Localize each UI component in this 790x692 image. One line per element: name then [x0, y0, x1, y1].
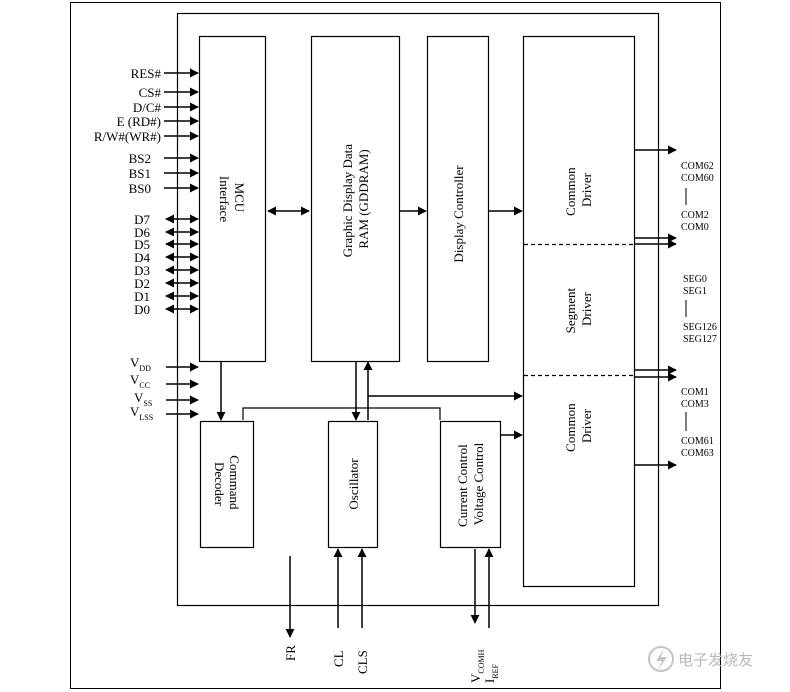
- data-bus-arrows: [165, 214, 199, 314]
- watermark-bolt-icon: [648, 646, 674, 672]
- pin-com62: COM62: [681, 161, 714, 172]
- oscillator-label: Oscillator: [346, 458, 361, 510]
- pin-d6: D6: [134, 225, 150, 240]
- oscillator-block: Oscillator: [327, 420, 379, 549]
- mcu-label-line1: MCU: [232, 183, 247, 213]
- gddram-label-line2: RAM (GDDRAM): [356, 149, 371, 248]
- pin-bs1: BS1: [129, 166, 151, 181]
- command-decoder-line1: Command: [227, 455, 242, 510]
- pin-vdd: VDD: [130, 355, 151, 373]
- pin-cs: CS#: [139, 85, 162, 100]
- pin-com2: COM2: [681, 210, 709, 221]
- pin-com63: COM63: [681, 448, 714, 459]
- pin-dc: D/C#: [133, 100, 162, 115]
- mcu-interface-block: MCU Interface: [198, 35, 267, 363]
- pin-d7: D7: [134, 212, 150, 227]
- pin-com60: COM60: [681, 173, 714, 184]
- internal-connections: [216, 206, 523, 440]
- pin-d4: D4: [134, 250, 150, 265]
- pin-vcomh: VCOMH: [468, 649, 486, 683]
- current-voltage-block: Current Control Voltage Control: [439, 420, 502, 549]
- pin-com1: COM1: [681, 387, 709, 398]
- pin-vss: VSS: [134, 390, 152, 408]
- svg-text:Current Control Voltage: Current Control Voltage Control: [455, 441, 486, 527]
- input-labels: RES# CS# D/C# E (RD#) R/W#(WR#) BS2 BS1 …: [94, 66, 162, 196]
- outer-frame: [70, 2, 721, 689]
- driver-column: Common Driver Segment Driver Common Driv…: [522, 35, 636, 588]
- data-pin-labels: D7 D6 D5 D4 D3 D2 D1 D0: [134, 212, 150, 317]
- output-labels: COM62 COM60 COM2 COM0 SEG0 SEG1 SEG126 S…: [681, 161, 717, 459]
- pin-bs0: BS0: [129, 181, 151, 196]
- pin-seg1: SEG1: [683, 286, 707, 297]
- pin-iref: IREF: [482, 663, 500, 683]
- svg-text:MCU Interface: MCU Interface: [217, 176, 247, 222]
- bottom-arrows: [285, 548, 494, 638]
- pin-com61: COM61: [681, 436, 714, 447]
- bottom-labels: FR CL CLS VCOMH IREF: [283, 645, 500, 683]
- pin-vcc: VCC: [130, 372, 150, 390]
- display-controller-label: Display Controller: [451, 165, 466, 263]
- watermark-logo: 电子发烧友: [648, 646, 753, 672]
- power-arrows: [166, 362, 199, 419]
- pin-com3: COM3: [681, 399, 709, 410]
- svg-text:Graphic Display Data RAM: Graphic Display Data RAM (GDDRAM): [340, 141, 371, 258]
- watermark-text: 电子发烧友: [678, 651, 753, 669]
- pin-com0: COM0: [681, 222, 709, 233]
- gddram-block: Graphic Display Data RAM (GDDRAM): [310, 35, 401, 363]
- pin-seg126: SEG126: [683, 322, 717, 333]
- pin-bs2: BS2: [129, 151, 151, 166]
- output-arrows: [635, 145, 677, 470]
- pin-seg0: SEG0: [683, 274, 707, 285]
- pin-d0: D0: [134, 302, 150, 317]
- pin-rw-wr: R/W#(WR#): [94, 129, 161, 144]
- pin-e-rd: E (RD#): [117, 114, 161, 129]
- voltage-control-line2: Voltage Control: [471, 442, 486, 525]
- pin-d2: D2: [134, 276, 150, 291]
- pin-cl: CL: [331, 650, 346, 667]
- pin-seg127: SEG127: [683, 334, 717, 345]
- pin-d3: D3: [134, 263, 150, 278]
- current-control-line1: Current Control: [455, 444, 470, 527]
- segment-driver-label: Segment Driver: [563, 285, 594, 334]
- command-decoder-block: Command Decoder: [199, 420, 255, 549]
- gddram-label-line1: Graphic Display Data: [340, 144, 355, 258]
- common-driver-top-label: Common Driver: [563, 164, 594, 216]
- svg-text:Command Decoder: Command Decoder: [212, 455, 242, 512]
- common-driver-bottom-label: Common Driver: [563, 400, 594, 452]
- pin-vlss: VLSS: [130, 404, 153, 422]
- mcu-label-line2: Interface: [217, 176, 232, 222]
- command-decoder-line2: Decoder: [212, 462, 227, 507]
- pin-fr: FR: [283, 645, 298, 661]
- pin-res: RES#: [131, 66, 162, 81]
- pin-cls: CLS: [355, 650, 370, 674]
- power-labels: VDD VCC VSS VLSS: [130, 355, 153, 422]
- pin-d1: D1: [134, 289, 150, 304]
- display-controller-block: Display Controller: [426, 35, 490, 363]
- pin-d5: D5: [134, 237, 150, 252]
- input-arrows: [164, 68, 199, 193]
